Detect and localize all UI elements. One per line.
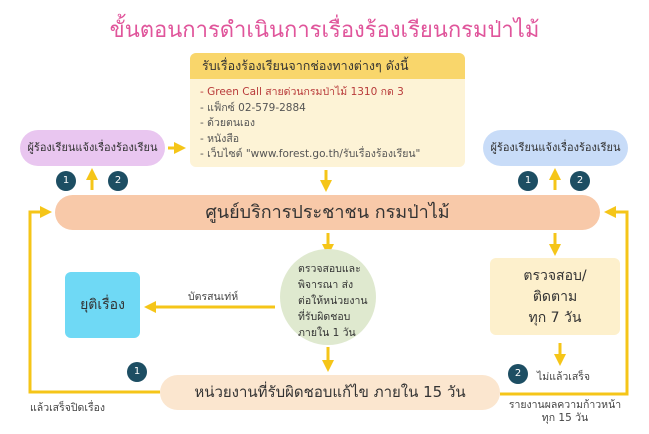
channels-header: รับเรื่องร้องเรียนจากช่องทางต่างๆ ดังนี้	[190, 53, 465, 79]
not-done-label: ไม่แล้วเสร็จ	[537, 371, 591, 383]
report-label: รายงานผลความก้าวหน้า ทุก 15 วัน	[505, 399, 625, 425]
complainant-left: ผู้ร้องเรียนแจ้งเรื่องร้องเรียน	[20, 130, 165, 166]
responsible-unit-bar: หน่วยงานที่รับผิดชอบแก้ไข ภายใน 15 วัน	[160, 375, 500, 410]
report-line: รายงานผลความก้าวหน้า	[508, 399, 622, 411]
loop-left	[28, 206, 160, 394]
done-label: แล้วเสร็จปิดเรื่อง	[30, 402, 106, 414]
service-center-bar: ศูนย์บริการประชาชน กรมป่าไม้	[55, 195, 600, 230]
step-badge-1: 1	[56, 171, 76, 191]
report-line: ทุก 15 วัน	[541, 412, 589, 424]
channel-item: - แฟ็กซ์ 02-579-2884	[200, 101, 306, 114]
review-line: ตรวจสอบและ	[298, 263, 361, 275]
channel-item: - ด้วยตนเอง	[200, 117, 256, 129]
step-badge-2: 2	[570, 171, 590, 191]
follow-line: ทุก 7 วัน	[528, 310, 582, 326]
follow-up-box: ตรวจสอบ/ ติดตาม ทุก 7 วัน	[490, 258, 620, 335]
channels-box: รับเรื่องร้องเรียนจากช่องทางต่างๆ ดังนี้…	[190, 53, 465, 167]
channels-list: - Green Call สายด่วนกรมป่าไม้ 1310 กด 3 …	[190, 85, 465, 163]
complainant-right: ผู้ร้องเรียนแจ้งเรื่องร้องเรียน	[483, 130, 628, 166]
step-badge-1: 1	[127, 362, 147, 382]
step-badge-2: 2	[108, 171, 128, 191]
loop-right	[500, 206, 629, 396]
review-line: พิจารณา ส่ง	[298, 279, 354, 291]
review-circle: ตรวจสอบและ พิจารณา ส่ง ต่อให้หน่วยงาน ที…	[280, 249, 376, 345]
step-badge-2: 2	[508, 364, 528, 384]
review-line: ต่อให้หน่วยงาน	[298, 295, 368, 307]
anonymous-label: บัตรสนเท่ห์	[188, 291, 239, 303]
follow-line: ตรวจสอบ/	[523, 268, 587, 284]
review-line: ภายใน 1 วัน	[298, 327, 356, 339]
page-title: ขั้นตอนการดำเนินการเรื่องร้องเรียนกรมป่า…	[109, 18, 540, 43]
channel-item: - เว็บไซต์ "www.forest.go.th/รับเรื่องร้…	[200, 148, 421, 160]
step-badge-1: 1	[518, 171, 538, 191]
follow-line: ติดตาม	[532, 289, 578, 305]
review-line: ที่รับผิดชอบ	[298, 311, 351, 323]
close-case-box: ยุติเรื่อง	[65, 272, 140, 338]
channel-item: - Green Call สายด่วนกรมป่าไม้ 1310 กด 3	[200, 86, 404, 98]
channel-item: - หนังสือ	[200, 132, 240, 145]
